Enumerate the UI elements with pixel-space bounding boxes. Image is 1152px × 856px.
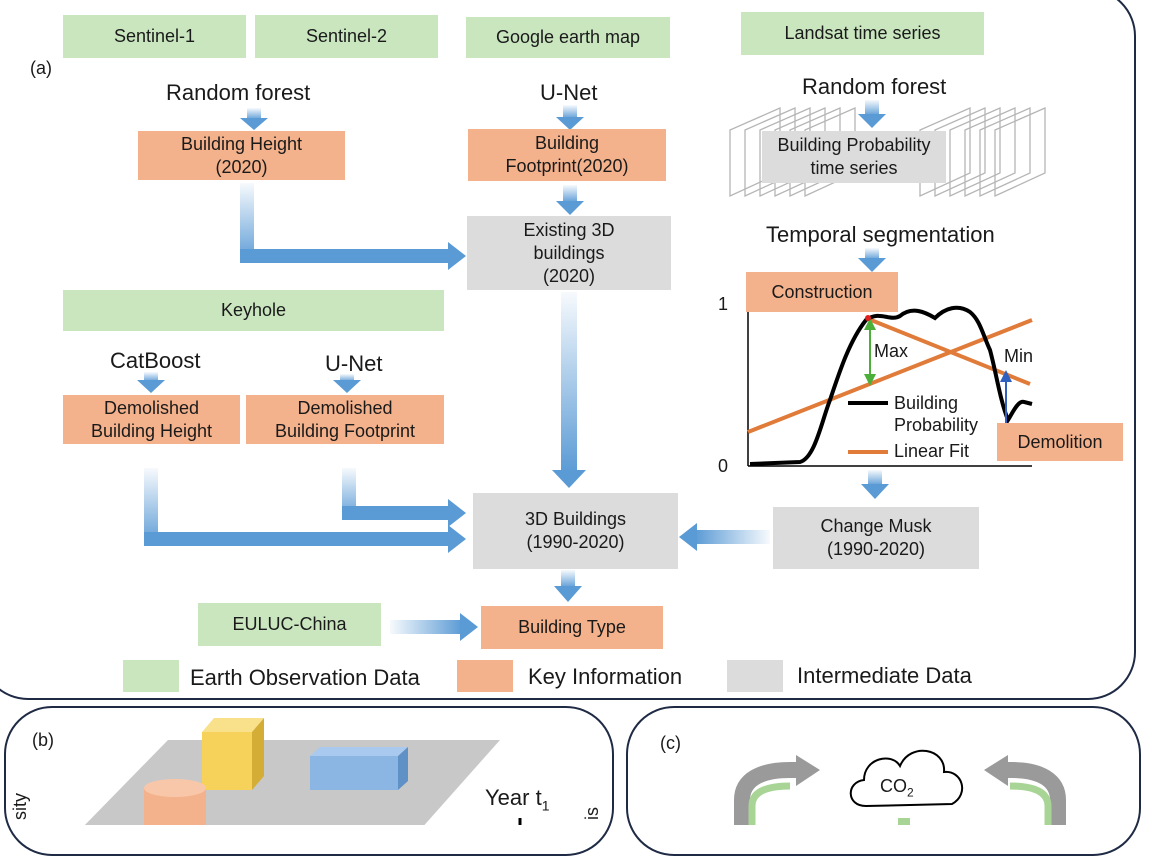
chart-legend-fit: Linear Fit [894, 441, 970, 461]
arrow-existing-to-3d [552, 292, 586, 488]
panel-b-graphic [84, 718, 522, 825]
existing-3d-box: Existing 3D buildings (2020) [467, 216, 671, 290]
legend-key-information: Key Information [528, 664, 683, 689]
demolished-height-box: Demolished Building Height [63, 395, 240, 444]
arrow-euluc-to-type [390, 613, 478, 641]
co2-subscript: 2 [907, 785, 914, 800]
demolition-box: Demolition [997, 423, 1123, 461]
legend-earth-observation: Earth Observation Data [190, 665, 420, 690]
arrow-demolished-height-to-3d [144, 468, 466, 553]
legend-swatch-orange [457, 660, 513, 692]
chart-min-label: Min [1004, 346, 1034, 366]
co2-text: CO [880, 776, 907, 796]
panel-b-label: (b) [32, 730, 54, 750]
panel-c-graphic [734, 749, 1066, 825]
method-unet-top: U-Net [540, 80, 598, 105]
panel-b-side-left: sity [10, 793, 30, 820]
inset-chart [747, 305, 1033, 467]
year-text: Year t [485, 785, 542, 810]
keyhole-box: Keyhole [63, 290, 444, 331]
change-mask-box: Change Musk (1990-2020) [773, 507, 979, 569]
chart-y-top: 1 [718, 294, 729, 314]
panel-a-label: (a) [30, 58, 52, 78]
demolished-footprint-box: Demolished Building Footprint [246, 395, 444, 444]
arrow-segmentation-to-construction [858, 248, 886, 272]
chart-legend-probability: Building Probability [894, 393, 979, 435]
building-height-box: Building Height (2020) [138, 131, 345, 180]
arrow-footprint-to-existing [556, 185, 584, 215]
arrow-rf-to-probability [858, 100, 886, 128]
flow-arrows [84, 100, 1066, 825]
year-subscript: 1 [541, 797, 550, 814]
building-type-box: Building Type [481, 606, 663, 649]
arrow-unet-to-footprint [556, 105, 584, 130]
google-earth-box: Google earth map [466, 17, 670, 58]
sentinel-1-box: Sentinel-1 [63, 15, 246, 58]
linear-fit-line [747, 318, 1033, 434]
segment-fit-line [865, 316, 1031, 386]
panel-b-side-right: is [582, 807, 602, 820]
method-unet-keyhole: U-Net [325, 351, 383, 376]
panel-c-label: (c) [660, 733, 681, 753]
legend-intermediate: Intermediate Data [797, 663, 972, 688]
chart-y-bottom: 0 [718, 456, 729, 476]
method-random-forest-left: Random forest [166, 80, 311, 105]
method-catboost: CatBoost [110, 348, 201, 373]
method-random-forest-right: Random forest [802, 74, 947, 99]
arrow-catboost-to-demolished [137, 372, 165, 393]
3d-buildings-box: 3D Buildings (1990-2020) [473, 493, 678, 569]
construction-box: Construction [746, 272, 898, 312]
euluc-box: EULUC-China [198, 603, 381, 646]
arrow-height-to-existing [240, 183, 466, 270]
legend-swatch-gray [727, 660, 783, 692]
panel-b-year-label: Year t1 [485, 785, 549, 813]
co2-label: CO2 [880, 776, 914, 800]
arrow-demolished-footprint-to-3d [342, 468, 466, 527]
arrow-3d-to-type [554, 570, 582, 602]
chart-max-label: Max [874, 341, 909, 361]
building-footprint-box: Building Footprint(2020) [468, 129, 666, 181]
method-temporal-segmentation: Temporal segmentation [766, 222, 995, 247]
arrow-chart-to-change-mask [861, 470, 889, 499]
sentinel-2-box: Sentinel-2 [255, 15, 438, 58]
arrow-change-mask-to-3d [679, 523, 770, 551]
legend-swatch-green [123, 660, 179, 692]
probability-series-box: Building Probability time series [762, 131, 946, 183]
arrow-unet-to-demolished-footprint [333, 374, 361, 393]
landsat-box: Landsat time series [741, 12, 984, 55]
probability-curve [749, 305, 1033, 466]
cloud-icon [849, 749, 963, 808]
panel-a-frame [0, 0, 1136, 700]
arrow-rf-to-height [240, 108, 268, 130]
